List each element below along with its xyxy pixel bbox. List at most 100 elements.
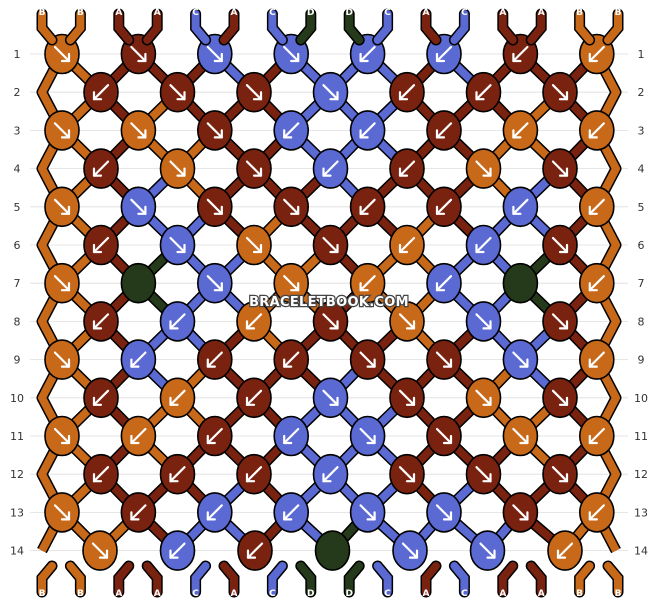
knot-arrow-line [551, 160, 569, 177]
knot-arrow-head [512, 129, 522, 139]
knot-arrow-head [92, 473, 103, 483]
top-string-label: B [77, 8, 84, 18]
knot-arrow-head [482, 396, 492, 406]
knot-arrow-head [245, 396, 256, 406]
knot-arrow-line [322, 160, 339, 177]
knot-d [502, 262, 539, 304]
knot-arrow-head [359, 205, 369, 215]
knot-arrow-line [130, 351, 147, 368]
bottom-string-label: A [499, 589, 506, 599]
knot-arrow-line [359, 504, 376, 521]
bottom-string [191, 562, 210, 596]
top-string [498, 10, 517, 44]
knot-arrow-line [206, 504, 223, 521]
knot-arrow-line [398, 313, 416, 330]
knot-arrow-line [92, 313, 110, 330]
top-string-label: C [192, 8, 199, 18]
knot-arrow-head [558, 396, 569, 406]
knot-arrow-line [53, 45, 71, 63]
knot-arrow-line [551, 236, 569, 254]
knot-arrow-head [176, 91, 186, 101]
knot-arrow-head [60, 511, 71, 521]
bottom-string-label: C [269, 589, 276, 599]
bottom-string-label: A [423, 589, 430, 599]
knot-arrow-head [512, 205, 522, 215]
knot-arrow-head [60, 205, 71, 215]
knot-arrow-line [475, 313, 492, 330]
knot-arrow-line [206, 198, 223, 215]
knot-arrow-head [92, 243, 103, 254]
knot-arrow-line [245, 389, 263, 406]
knot-arrow-line [322, 313, 339, 330]
knot-arrow-head [130, 511, 140, 521]
knot-arrow-line [398, 389, 416, 406]
row-number-right: 14 [634, 545, 648, 558]
knot-arrow-head [405, 473, 416, 483]
knot-arrow-line [435, 504, 453, 521]
top-string-label: A [538, 8, 545, 18]
knot-arrow-head [290, 282, 300, 292]
knot-arrow-line [359, 427, 376, 445]
knot-arrow-head [435, 282, 446, 292]
knot-arrow-line [475, 466, 492, 483]
knot-arrow-head [137, 52, 147, 63]
knot-arrow-head [519, 358, 529, 368]
row-number-right: 2 [638, 86, 645, 99]
knot-arrow-line [435, 122, 453, 139]
knot-arrow-line [130, 45, 147, 63]
bottom-string-label: B [576, 589, 583, 599]
knot-arrow-head [92, 167, 103, 177]
knot-arrow-head [252, 91, 263, 101]
row-number-left: 2 [14, 86, 21, 99]
row-number-right: 1 [638, 48, 645, 61]
knot-arrow-line [130, 504, 147, 521]
knot-arrow-head [482, 320, 492, 330]
knot-arrow-head [213, 129, 223, 139]
knot-arrow-line [588, 198, 605, 215]
knot-arrow-line [588, 275, 605, 292]
knot-arrow-head [366, 434, 376, 445]
top-string [296, 10, 315, 44]
knot-arrow-head [359, 52, 369, 63]
knot-arrow-line [556, 542, 574, 559]
knot-arrow-head [588, 358, 598, 368]
knot-arrow-head [206, 434, 216, 445]
row-number-right: 9 [638, 354, 645, 367]
bottom-string [268, 562, 287, 596]
bottom-string-label: A [154, 589, 161, 599]
knot-arrow-head [206, 511, 216, 521]
knot-arrow-head [290, 205, 300, 215]
knot-arrow-line [322, 389, 339, 406]
bottom-string-label: A [231, 589, 238, 599]
top-string [345, 10, 364, 44]
knot-arrow-line [53, 427, 71, 445]
row-number-right: 8 [638, 315, 645, 328]
knot-arrow-head [398, 91, 409, 101]
knot-arrow-line [435, 45, 453, 63]
knot-arrow-line [435, 198, 453, 215]
bottom-string-label: B [77, 589, 84, 599]
knot-arrow-head [213, 52, 223, 63]
top-string [450, 10, 469, 44]
bottom-string [575, 562, 594, 596]
top-string [143, 10, 162, 44]
knot-arrow-head [290, 52, 300, 63]
top-string [114, 10, 133, 44]
knot-arrow-line [130, 122, 147, 139]
knot-arrow-head [442, 511, 453, 521]
knot-arrow-head [169, 396, 179, 406]
knot-arrow-head [130, 358, 140, 368]
knot-arrow-head [366, 358, 376, 368]
knot-arrow-head [475, 243, 485, 254]
top-string-label: D [307, 8, 314, 18]
knot-arrow-line [359, 351, 376, 368]
knot-arrow-line [435, 275, 453, 292]
bottom-string [114, 562, 133, 596]
knot-arrow-line [398, 84, 416, 101]
knot-arrow-head [252, 167, 263, 177]
knot-arrow-head [558, 320, 569, 330]
bottom-string [604, 562, 622, 596]
bottom-string [345, 562, 364, 596]
row-number-left: 5 [14, 201, 21, 214]
